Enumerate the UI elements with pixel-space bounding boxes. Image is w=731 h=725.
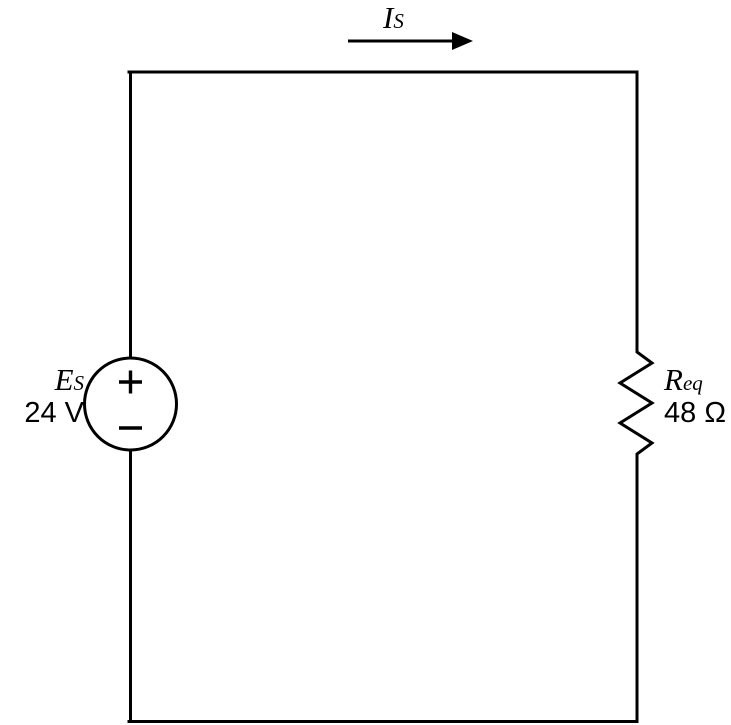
current-symbol: I — [383, 0, 394, 35]
source-subscript: S — [73, 371, 85, 395]
resistor-symbol-line: Req — [664, 362, 703, 397]
current-arrow-icon — [348, 32, 473, 50]
source-label-block: ES 24 V — [0, 364, 84, 428]
source-value: 24 V — [24, 397, 84, 429]
current-subscript: S — [393, 9, 404, 33]
resistor-label-block: Req 48 Ω — [664, 364, 726, 428]
source-plus-icon — [119, 370, 142, 394]
current-label: IS — [383, 2, 404, 33]
source-symbol: E — [54, 362, 74, 397]
resistor-symbol: R — [664, 362, 683, 397]
resistor-subscript: eq — [682, 371, 703, 395]
resistor-zigzag-icon — [617, 343, 655, 464]
source-symbol-line: ES — [55, 362, 84, 397]
resistor-value: 48 Ω — [664, 397, 726, 429]
